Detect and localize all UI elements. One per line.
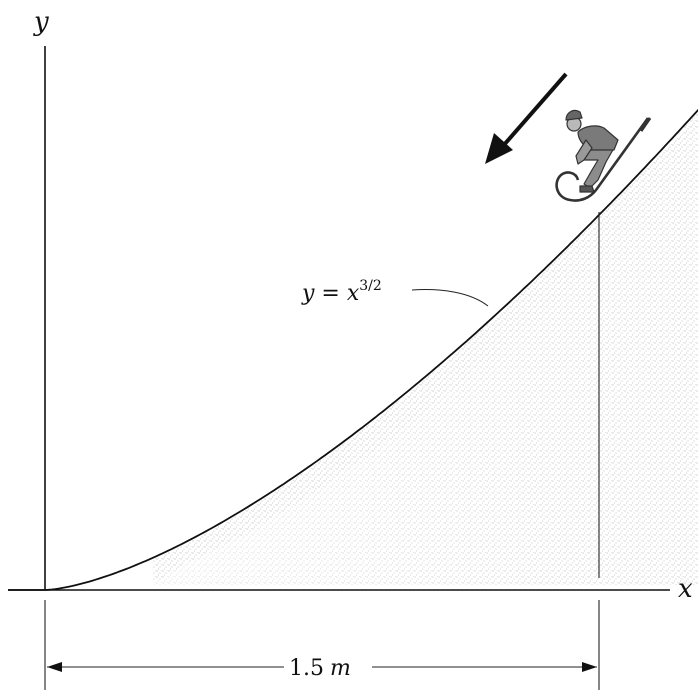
dimension-arrowhead-left <box>47 662 62 672</box>
dimension-unit: m <box>330 656 351 681</box>
slope-curve <box>8 108 698 591</box>
sled-rider-icon <box>555 109 652 202</box>
snow-shading <box>150 60 698 585</box>
svg-text:y = x3/2: y = x3/2 <box>301 278 382 306</box>
dimension-value: 1.5 <box>289 656 324 681</box>
y-axis-label: y <box>33 7 49 37</box>
equation-label: y = x3/2 <box>301 278 489 307</box>
equation-exponent: 3/2 <box>359 278 382 294</box>
dimension-arrowhead-right <box>582 662 597 672</box>
equation-lhs: y = x <box>301 281 360 306</box>
equation-leader-line <box>411 289 489 307</box>
x-axis-label: x <box>678 574 693 604</box>
svg-text:1.5m: 1.5m <box>289 656 351 681</box>
down-left-arrow-icon <box>485 72 568 164</box>
